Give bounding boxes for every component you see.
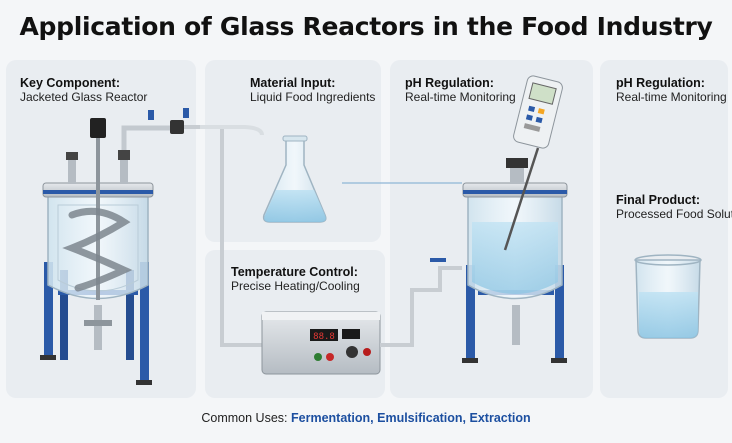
ph-regulation-subtext: Real-time Monitoring xyxy=(405,90,516,104)
material-input-heading: Material Input: xyxy=(250,76,336,90)
final-product-beaker xyxy=(634,254,702,339)
return-pipe xyxy=(380,266,462,347)
erlenmeyer-flask xyxy=(262,135,327,223)
common-uses-footer: Common Uses: Fermentation, Emulsificatio… xyxy=(0,411,732,425)
jacketed-reactor-left xyxy=(40,108,189,385)
page-title: Application of Glass Reactors in the Foo… xyxy=(19,12,713,41)
transfer-pipe xyxy=(184,125,262,347)
material-input-subtext: Liquid Food Ingredients xyxy=(250,90,376,104)
ph-regulation-right-subtext: Real-time Monitoring xyxy=(616,90,727,104)
final-product-heading: Final Product: xyxy=(616,193,701,207)
temperature-control-subtext: Precise Heating/Cooling xyxy=(231,279,360,293)
svg-text:88.8: 88.8 xyxy=(313,332,335,342)
key-component-subtext: Jacketed Glass Reactor xyxy=(20,90,148,104)
ph-regulation-heading: pH Regulation: xyxy=(405,76,494,90)
final-product-subtext: Processed Food Solution xyxy=(616,207,732,221)
jacketed-reactor-right xyxy=(462,75,568,363)
key-component-heading: Key Component: xyxy=(20,76,120,90)
temperature-controller: 88.8 xyxy=(261,311,381,375)
common-uses-list: Fermentation, Emulsification, Extraction xyxy=(291,411,531,425)
ph-regulation-right-heading: pH Regulation: xyxy=(616,76,705,90)
common-uses-prefix: Common Uses: xyxy=(201,411,288,425)
temperature-control-heading: Temperature Control: xyxy=(231,265,358,279)
panel-final-product xyxy=(600,60,728,398)
